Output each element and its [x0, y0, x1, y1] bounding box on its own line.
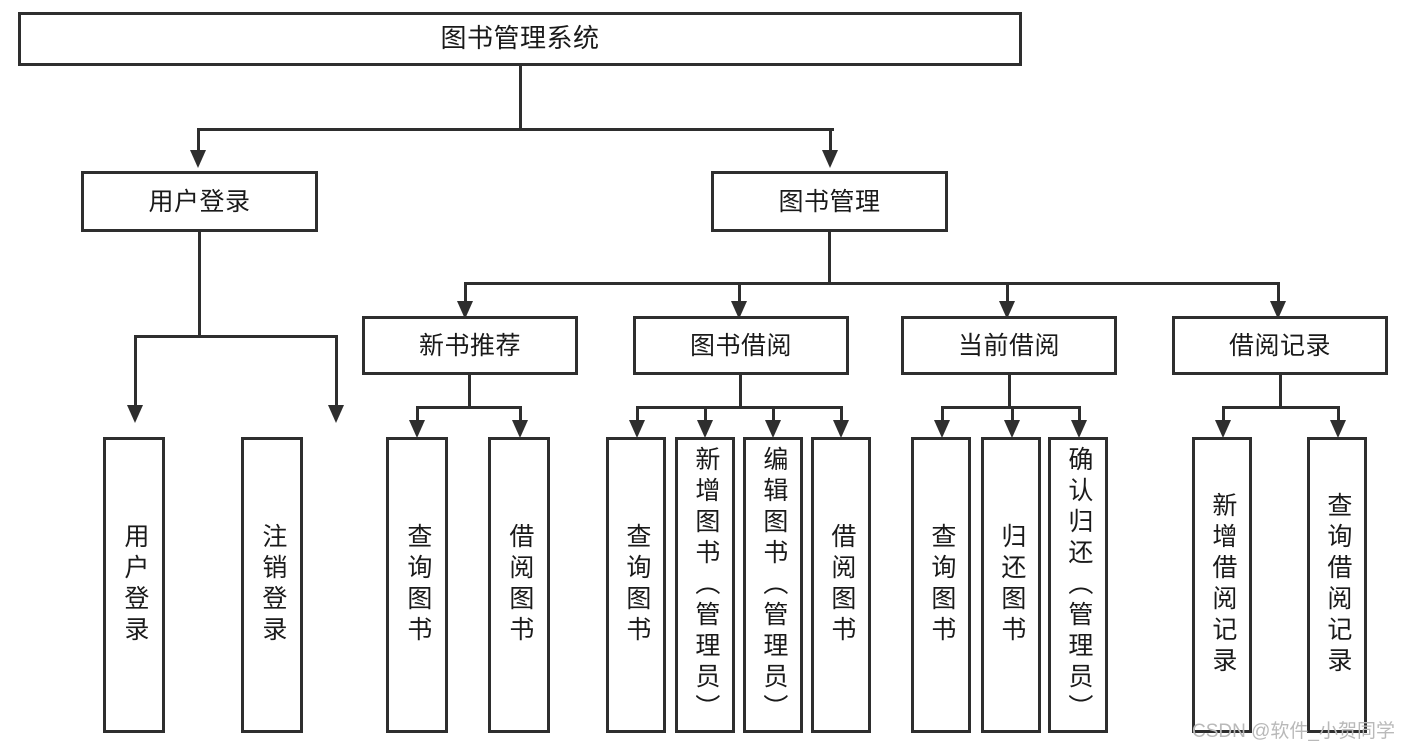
- leaf-user-logout[interactable]: 注销登录: [241, 437, 303, 733]
- leaf-add-record[interactable]: 新增借阅记录: [1192, 437, 1252, 733]
- arrow-down-icon: [822, 150, 838, 168]
- connector-user-login-leaf-2: [335, 335, 338, 407]
- arrow-down-icon: [190, 150, 206, 168]
- leaf-add-book[interactable]: 新增图书（管理员）: [675, 437, 735, 733]
- arrow-down-icon: [629, 420, 645, 438]
- connector-bm-to-current-borrow: [1006, 282, 1009, 303]
- node-label: 当前借阅: [957, 331, 1060, 360]
- connector-book-management-bus: [464, 282, 1280, 285]
- leaf-edit-book[interactable]: 编辑图书（管理员）: [743, 437, 803, 733]
- connector-new-book-stem: [468, 375, 471, 406]
- node-label: 借阅图书: [827, 523, 856, 647]
- connector-current-borrow-stem: [1008, 375, 1011, 406]
- node-label: 归还图书: [997, 523, 1026, 647]
- leaf-query-record[interactable]: 查询借阅记录: [1307, 437, 1367, 733]
- node-label: 查询借阅记录: [1323, 492, 1352, 678]
- node-user-login[interactable]: 用户登录: [81, 171, 318, 232]
- node-new-book-recommend[interactable]: 新书推荐: [362, 316, 578, 375]
- connector-user-login-stem: [198, 232, 201, 335]
- connector-root-to-book-management: [829, 128, 832, 152]
- leaf-query-book-3[interactable]: 查询图书: [911, 437, 971, 733]
- connector-user-login-leaf-1: [134, 335, 137, 407]
- connector-book-borrow-bus: [636, 406, 843, 409]
- arrow-down-icon: [127, 405, 143, 423]
- node-label: 图书借阅: [689, 331, 792, 360]
- leaf-borrow-book-2[interactable]: 借阅图书: [811, 437, 871, 733]
- node-book-management[interactable]: 图书管理: [711, 171, 948, 232]
- node-label: 新增借阅记录: [1208, 492, 1237, 678]
- leaf-confirm-return[interactable]: 确认归还（管理员）: [1048, 437, 1108, 733]
- connector-bb-leaf-4: [840, 406, 843, 428]
- arrow-down-icon: [1004, 420, 1020, 438]
- arrow-down-icon: [1330, 420, 1346, 438]
- node-label: 新增图书（管理员）: [691, 445, 720, 725]
- arrow-down-icon: [512, 420, 528, 438]
- arrow-down-icon: [1270, 301, 1286, 319]
- node-label: 用户登录: [120, 523, 149, 647]
- connector-bm-to-book-borrow: [738, 282, 741, 303]
- leaf-query-book-2[interactable]: 查询图书: [606, 437, 666, 733]
- node-label: 编辑图书（管理员）: [759, 445, 788, 725]
- arrow-down-icon: [833, 420, 849, 438]
- connector-bb-leaf-3: [772, 406, 775, 428]
- leaf-borrow-book-1[interactable]: 借阅图书: [488, 437, 550, 733]
- connector-cb-leaf-1: [941, 406, 944, 428]
- node-label: 图书管理: [778, 187, 881, 216]
- node-borrow-record[interactable]: 借阅记录: [1172, 316, 1388, 375]
- arrow-down-icon: [409, 420, 425, 438]
- watermark-text: CSDN @软件_小贺同学: [1192, 721, 1395, 742]
- node-label: 查询图书: [622, 523, 651, 647]
- connector-root-bus: [197, 128, 834, 131]
- node-label: 注销登录: [258, 523, 287, 647]
- connector-bb-leaf-2: [704, 406, 707, 428]
- arrow-down-icon: [457, 301, 473, 319]
- leaf-user-login[interactable]: 用户登录: [103, 437, 165, 733]
- connector-new-book-leaf-1: [416, 406, 419, 428]
- connector-book-management-stem: [828, 232, 831, 282]
- connector-root-stem: [519, 66, 522, 128]
- node-label: 借阅图书: [505, 523, 534, 647]
- leaf-return-book[interactable]: 归还图书: [981, 437, 1041, 733]
- node-label: 确认归还（管理员）: [1064, 445, 1093, 725]
- arrow-down-icon: [731, 301, 747, 319]
- connector-user-login-bus: [134, 335, 338, 338]
- node-label: 图书管理系统: [440, 23, 600, 54]
- connector-br-leaf-2: [1337, 406, 1340, 428]
- arrow-down-icon: [697, 420, 713, 438]
- connector-bm-to-borrow-record: [1277, 282, 1280, 303]
- connector-cb-leaf-3: [1078, 406, 1081, 428]
- node-label: 查询图书: [927, 523, 956, 647]
- leaf-query-book-1[interactable]: 查询图书: [386, 437, 448, 733]
- arrow-down-icon: [934, 420, 950, 438]
- arrow-down-icon: [328, 405, 344, 423]
- connector-book-borrow-stem: [739, 375, 742, 406]
- connector-borrow-record-stem: [1279, 375, 1282, 406]
- node-label: 借阅记录: [1228, 331, 1331, 360]
- node-label: 新书推荐: [418, 331, 521, 360]
- connector-bm-to-new-book: [464, 282, 467, 303]
- node-label: 用户登录: [148, 187, 251, 216]
- arrow-down-icon: [1215, 420, 1231, 438]
- connector-new-book-bus: [416, 406, 522, 409]
- connector-bb-leaf-1: [636, 406, 639, 428]
- connector-br-leaf-1: [1222, 406, 1225, 428]
- node-root-book-management-system[interactable]: 图书管理系统: [18, 12, 1022, 66]
- arrow-down-icon: [765, 420, 781, 438]
- connector-borrow-record-bus: [1222, 406, 1340, 409]
- arrow-down-icon: [999, 301, 1015, 319]
- node-label: 查询图书: [403, 523, 432, 647]
- connector-root-to-user-login: [197, 128, 200, 152]
- connector-cb-leaf-2: [1011, 406, 1014, 428]
- node-current-borrow[interactable]: 当前借阅: [901, 316, 1117, 375]
- node-book-borrow[interactable]: 图书借阅: [633, 316, 849, 375]
- connector-new-book-leaf-2: [519, 406, 522, 428]
- arrow-down-icon: [1071, 420, 1087, 438]
